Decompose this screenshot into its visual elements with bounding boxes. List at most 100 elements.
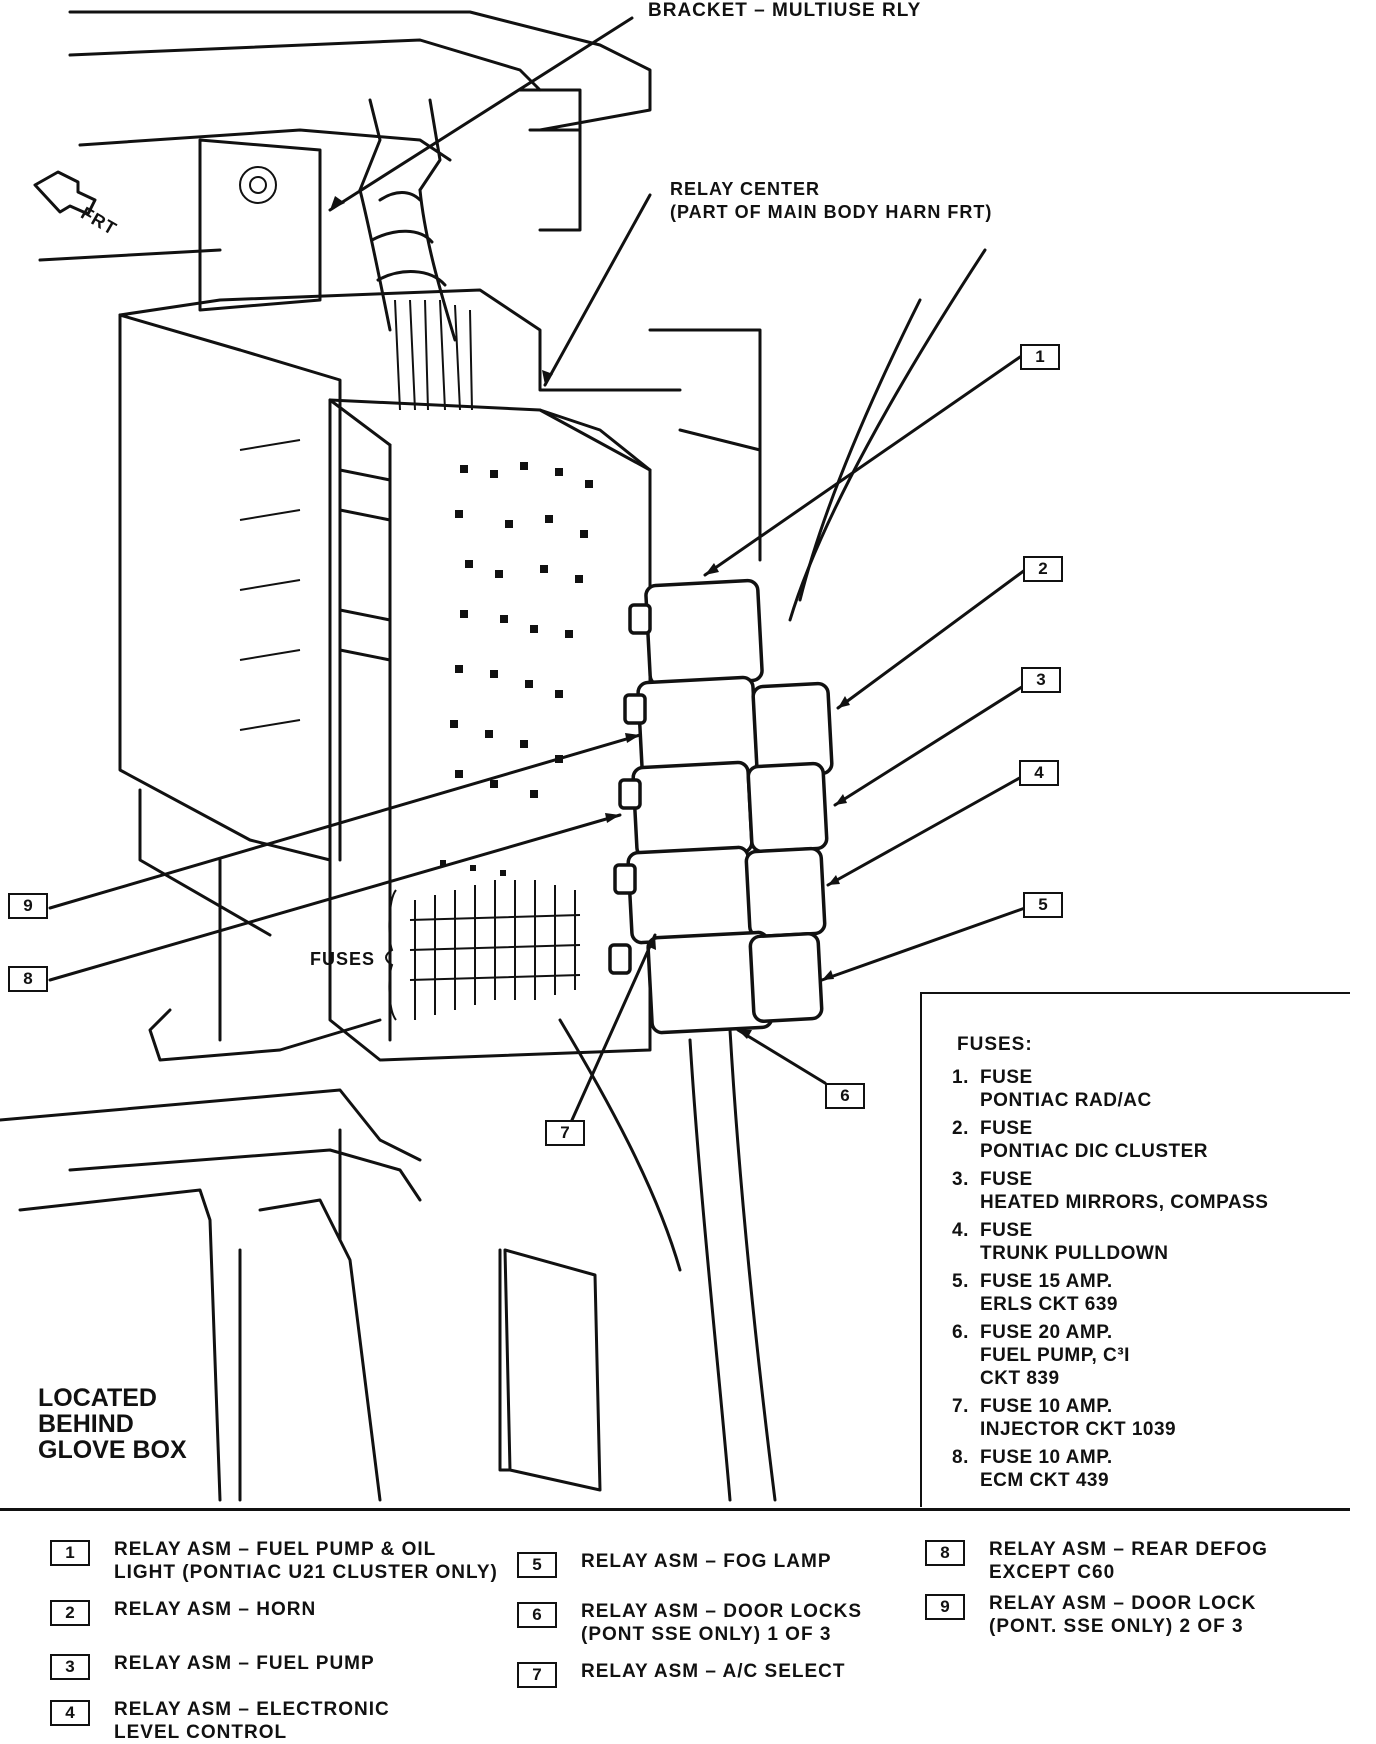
relay-center-label-line1: RELAY CENTER bbox=[670, 179, 821, 199]
legend-number: 8 bbox=[925, 1540, 965, 1566]
glove-box-panel bbox=[503, 1248, 602, 1492]
legend-line: (PONT. SSE ONLY) 2 OF 3 bbox=[989, 1616, 1244, 1637]
legend-text: RELAY ASM – A/C SELECT bbox=[581, 1660, 845, 1683]
fuse-item-line: FUSE 10 AMP. bbox=[980, 1447, 1113, 1468]
fuse-cavities bbox=[440, 462, 593, 876]
fuse-item-number: 4. bbox=[952, 1220, 969, 1241]
fuse-item-line: FUSE bbox=[980, 1220, 1033, 1241]
callout-1: 1 bbox=[1020, 344, 1060, 370]
fuse-item: 7. FUSE 10 AMP.INJECTOR CKT 1039 bbox=[952, 1395, 1268, 1441]
fuse-item-number: 6. bbox=[952, 1322, 969, 1343]
legend-divider bbox=[0, 1508, 1350, 1511]
legend-text: RELAY ASM – HORN bbox=[114, 1598, 316, 1621]
fuse-item-line: FUSE bbox=[980, 1118, 1033, 1139]
legend-line: RELAY ASM – REAR DEFOG bbox=[989, 1539, 1268, 1560]
legend-number: 4 bbox=[50, 1700, 90, 1726]
legend-number: 5 bbox=[517, 1552, 557, 1578]
fuse-item-number: 5. bbox=[952, 1271, 969, 1292]
fuse-item-line: PONTIAC RAD/AC bbox=[980, 1090, 1152, 1111]
fuse-item-number: 2. bbox=[952, 1118, 969, 1139]
fuse-item-line: FUSE 20 AMP. bbox=[980, 1322, 1113, 1343]
callout-7: 7 bbox=[545, 1120, 585, 1146]
fuse-item-line: FUSE 10 AMP. bbox=[980, 1396, 1113, 1417]
legend-number: 2 bbox=[50, 1600, 90, 1626]
legend-text: RELAY ASM – FUEL PUMP bbox=[114, 1652, 375, 1675]
front-arrow-shape bbox=[33, 170, 97, 216]
legend-line: RELAY ASM – A/C SELECT bbox=[581, 1661, 846, 1682]
relay-center-label-line2: (PART OF MAIN BODY HARN FRT) bbox=[670, 202, 993, 222]
legend-line: RELAY ASM – HORN bbox=[114, 1599, 317, 1620]
callout-2: 2 bbox=[1023, 556, 1063, 582]
leader-lines bbox=[48, 16, 1027, 1122]
fuse-item-number: 1. bbox=[952, 1067, 969, 1088]
bracket-bolt bbox=[239, 166, 277, 204]
fuses-label: FUSES bbox=[310, 949, 376, 969]
callout-9: 9 bbox=[8, 893, 48, 919]
callout-3: 3 bbox=[1021, 667, 1061, 693]
fuse-item-line: FUEL PUMP, C³I bbox=[980, 1345, 1130, 1366]
dash-upper-line bbox=[68, 38, 542, 92]
legend-line: RELAY ASM – FOG LAMP bbox=[581, 1551, 832, 1572]
fuse-item-line: TRUNK PULLDOWN bbox=[980, 1243, 1169, 1264]
legend-text: RELAY ASM – FOG LAMP bbox=[581, 1550, 832, 1573]
legend-number: 6 bbox=[517, 1602, 557, 1628]
fuse-item-lines: FUSE 15 AMP.ERLS CKT 639 bbox=[980, 1270, 1118, 1316]
fuse-item-line: CKT 839 bbox=[980, 1368, 1060, 1389]
fuse-item: 8. FUSE 10 AMP.ECM CKT 439 bbox=[952, 1446, 1268, 1492]
callout-8: 8 bbox=[8, 966, 48, 992]
fuse-list-title: FUSES: bbox=[957, 1034, 1033, 1055]
bracket-label: BRACKET – MULTIUSE RLY bbox=[648, 0, 922, 21]
callout-5: 5 bbox=[1023, 892, 1063, 918]
callout-6: 6 bbox=[825, 1083, 865, 1109]
location-note-line: GLOVE BOX bbox=[38, 1436, 187, 1464]
legend-item-6: 6 RELAY ASM – DOOR LOCKS(PONT SSE ONLY) 1… bbox=[517, 1600, 862, 1646]
legend-item-2: 2 RELAY ASM – HORN bbox=[50, 1598, 316, 1626]
fuse-item-line: HEATED MIRRORS, COMPASS bbox=[980, 1192, 1269, 1213]
legend-line: (PONT SSE ONLY) 1 OF 3 bbox=[581, 1624, 832, 1645]
location-note: LOCATED BEHIND GLOVE BOX bbox=[38, 1385, 187, 1463]
legend-line: RELAY ASM – DOOR LOCK bbox=[989, 1593, 1257, 1614]
legend-line: RELAY ASM – DOOR LOCKS bbox=[581, 1601, 863, 1622]
callout-4: 4 bbox=[1019, 760, 1059, 786]
legend-number: 9 bbox=[925, 1594, 965, 1620]
location-note-line: LOCATED bbox=[38, 1384, 157, 1412]
fuse-item-line: PONTIAC DIC CLUSTER bbox=[980, 1141, 1208, 1162]
legend-number: 7 bbox=[517, 1662, 557, 1688]
fuse-item-line: ERLS CKT 639 bbox=[980, 1294, 1118, 1315]
legend-text: RELAY ASM – DOOR LOCK(PONT. SSE ONLY) 2 … bbox=[989, 1592, 1256, 1638]
legend-number: 1 bbox=[50, 1540, 90, 1566]
legend-line: LEVEL CONTROL bbox=[114, 1722, 288, 1743]
body-curve bbox=[788, 248, 987, 622]
fuse-item-line: FUSE 15 AMP. bbox=[980, 1271, 1113, 1292]
fuse-item-line: INJECTOR CKT 1039 bbox=[980, 1419, 1177, 1440]
location-note-line: BEHIND bbox=[38, 1410, 134, 1438]
legend-line: RELAY ASM – ELECTRONIC bbox=[114, 1699, 390, 1720]
fuse-rows bbox=[414, 880, 576, 1020]
fuse-item-line: ECM CKT 439 bbox=[980, 1470, 1110, 1491]
fuse-item-number: 8. bbox=[952, 1447, 969, 1468]
fuse-item-number: 7. bbox=[952, 1396, 969, 1417]
legend-text: RELAY ASM – DOOR LOCKS(PONT SSE ONLY) 1 … bbox=[581, 1600, 862, 1646]
relay-center-housing bbox=[118, 288, 682, 392]
fuses-brace bbox=[385, 889, 397, 1021]
dash-top-edge bbox=[68, 10, 652, 132]
fuse-item-number: 3. bbox=[952, 1169, 969, 1190]
